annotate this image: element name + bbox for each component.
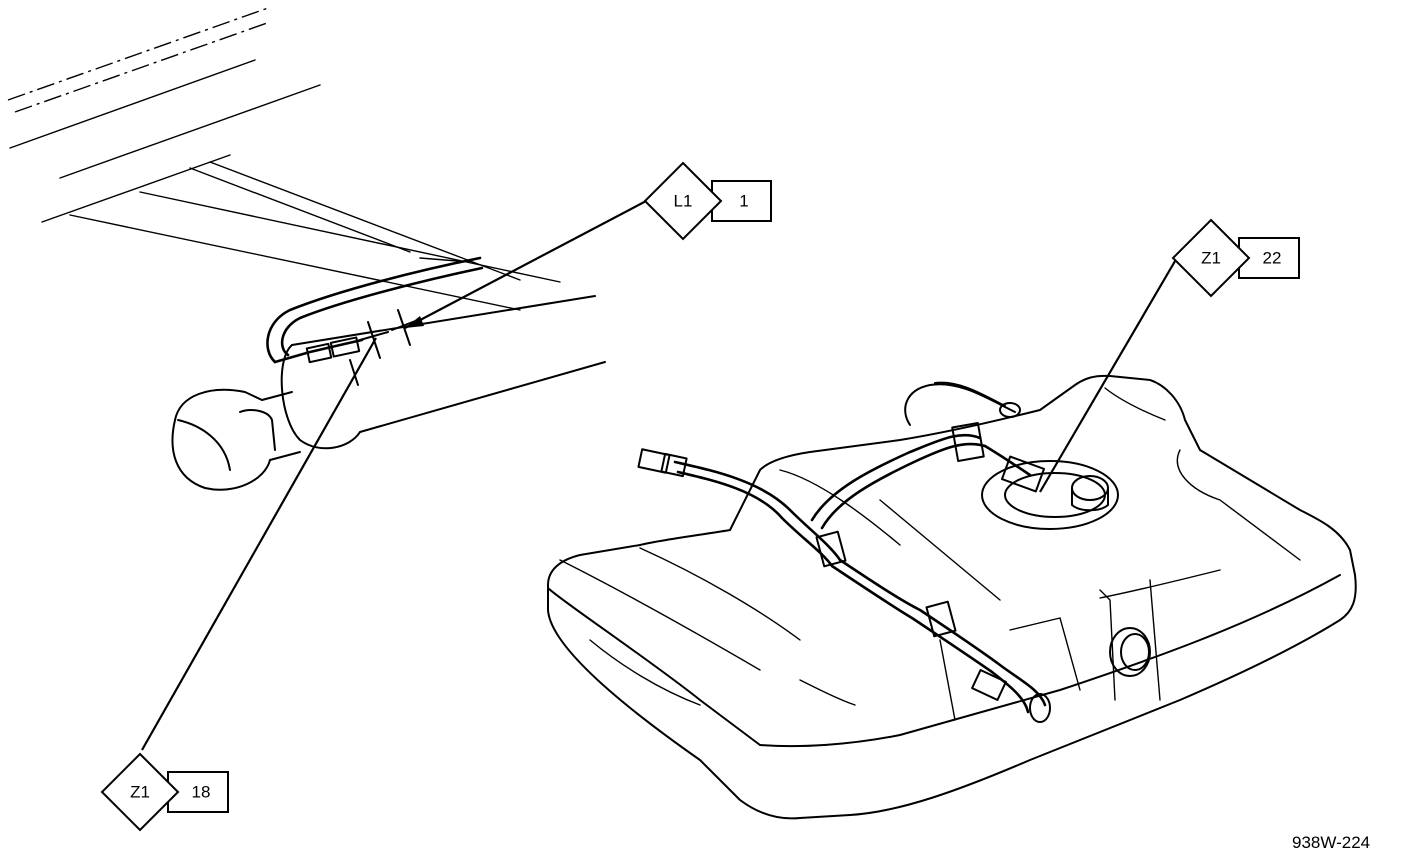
fuel-filter: [171, 388, 301, 491]
frame-harness: [266, 256, 484, 386]
callout-number: 18: [192, 783, 211, 802]
callout-number: 1: [739, 192, 748, 211]
fuel-tank: [547, 374, 1357, 820]
callout-L1-1: L1 1: [643, 161, 772, 241]
leader-lines: [141, 199, 1179, 751]
callout-code: Z1: [130, 783, 150, 802]
tank-harness: [637, 422, 1051, 723]
frame-tube: [280, 295, 606, 450]
callout-code: Z1: [1201, 249, 1221, 268]
callout-Z1-22: Z1 22: [1171, 218, 1300, 298]
callout-Z1-18: Z1 18: [100, 752, 229, 832]
callout-number: 22: [1263, 249, 1282, 268]
figure-id: 938W-224: [1292, 833, 1370, 852]
callout-code: L1: [674, 192, 693, 211]
vehicle-underbody: [7, 7, 561, 311]
